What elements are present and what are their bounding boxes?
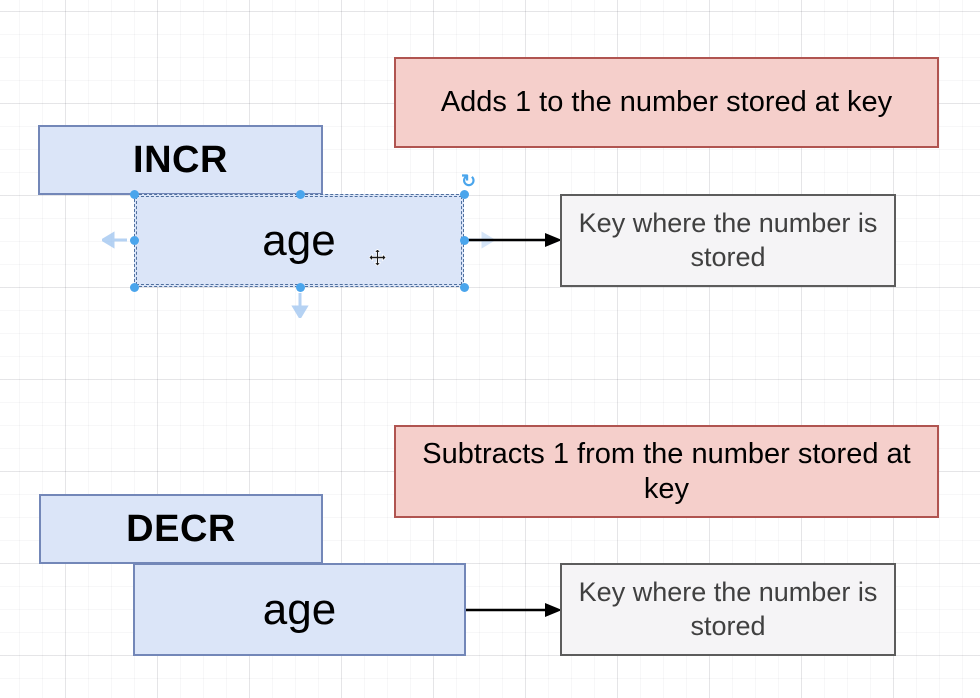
decr-key-box[interactable]: age (133, 563, 466, 656)
selection-handle-top-right[interactable] (460, 190, 469, 199)
incr-description-label: Adds 1 to the number stored at key (440, 86, 893, 119)
selection-handle-mid-left[interactable] (130, 236, 139, 245)
decr-key-label: age (262, 584, 337, 634)
incr-key-note-label: Key where the number is stored (578, 208, 878, 272)
selection-handle-bottom-left[interactable] (130, 283, 139, 292)
incr-key-label: age (262, 215, 336, 265)
decr-command-label: DECR (126, 507, 236, 550)
selection-handle-bottom-center[interactable] (296, 283, 305, 292)
rotate-handle-icon[interactable]: ↻ (461, 171, 477, 191)
incr-key-connector-arrow[interactable] (462, 230, 564, 250)
decr-key-connector-arrow[interactable] (464, 600, 564, 620)
move-cursor-icon (369, 249, 386, 266)
selection-handle-mid-right[interactable] (460, 236, 469, 245)
decr-description-label: Subtracts 1 from the number stored at ke… (422, 437, 911, 505)
incr-description-box[interactable]: Adds 1 to the number stored at key (394, 57, 939, 148)
hint-arrow-left-icon[interactable] (102, 231, 128, 249)
hint-arrow-down-icon[interactable] (291, 292, 309, 318)
incr-command-box[interactable]: INCR (38, 125, 323, 195)
incr-key-note-box[interactable]: Key where the number is stored (560, 194, 896, 287)
decr-key-note-box[interactable]: Key where the number is stored (560, 563, 896, 656)
decr-command-box[interactable]: DECR (39, 494, 323, 564)
decr-description-box[interactable]: Subtracts 1 from the number stored at ke… (394, 425, 939, 518)
selection-handle-top-center[interactable] (296, 190, 305, 199)
incr-key-box[interactable]: age (134, 194, 464, 287)
incr-command-label: INCR (133, 138, 228, 181)
decr-key-note-label: Key where the number is stored (578, 577, 878, 641)
selection-handle-top-left[interactable] (130, 190, 139, 199)
selection-handle-bottom-right[interactable] (460, 283, 469, 292)
